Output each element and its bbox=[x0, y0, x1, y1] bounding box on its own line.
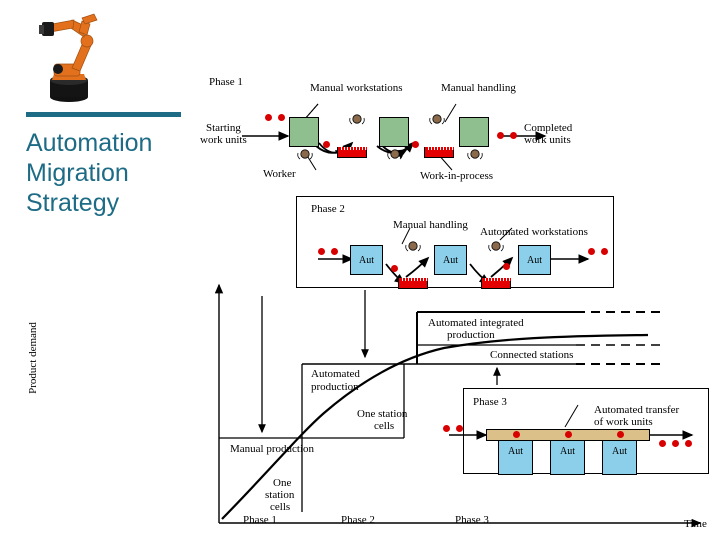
work-unit bbox=[497, 132, 504, 139]
work-unit bbox=[659, 440, 666, 447]
worker-icon bbox=[296, 148, 314, 162]
worker-icon bbox=[466, 148, 484, 162]
material-handler-icon bbox=[404, 240, 422, 254]
robot-arm-svg bbox=[39, 13, 98, 102]
phase1-input-label-line1: Starting bbox=[206, 122, 241, 134]
work-unit-on-conveyor bbox=[565, 431, 572, 438]
phase1-label: Phase 1 bbox=[209, 76, 243, 88]
chart-annotation-one-station-cells-1c: cells bbox=[270, 501, 291, 513]
automated-workstation-2: Aut bbox=[434, 245, 467, 275]
chart-annotation-one-station-cells-2b: cells bbox=[374, 420, 395, 432]
work-unit bbox=[456, 425, 463, 432]
work-unit bbox=[685, 440, 692, 447]
manual-workstation-1 bbox=[289, 117, 319, 147]
phase2-container bbox=[296, 196, 614, 288]
title-line-2: Migration bbox=[26, 159, 129, 187]
phase1-input-label-line2: work units bbox=[200, 134, 247, 146]
work-unit bbox=[412, 141, 419, 148]
chart-annotation-automated-production-l1: Automated bbox=[311, 368, 360, 380]
work-in-process-bin bbox=[481, 278, 511, 289]
work-unit bbox=[443, 425, 450, 432]
phase2-label: Phase 2 bbox=[311, 203, 345, 215]
work-unit-on-conveyor bbox=[617, 431, 624, 438]
automated-station-3: Aut bbox=[602, 441, 637, 475]
chart-annotation-one-station-cells-1b: station bbox=[265, 489, 295, 501]
phase3-container bbox=[463, 388, 709, 474]
phase1-callout-manual-workstations: Manual workstations bbox=[310, 82, 403, 94]
work-unit bbox=[601, 248, 608, 255]
phase2-callout-automated-workstations: Automated workstations bbox=[480, 226, 588, 238]
work-unit bbox=[331, 248, 338, 255]
phase3-callout-transfer-line2: of work units bbox=[594, 416, 653, 428]
manual-workstation-2 bbox=[379, 117, 409, 147]
phase3-label: Phase 3 bbox=[473, 396, 507, 408]
automated-station-1: Aut bbox=[498, 441, 533, 475]
work-unit bbox=[391, 265, 398, 272]
chart-annotation-one-station-cells-1a: One bbox=[273, 477, 292, 489]
phase2-callout-manual-handling: Manual handling bbox=[393, 219, 468, 231]
chart-annotation-one-station-cells-2a: One station bbox=[357, 408, 408, 420]
chart-xtick-phase1: Phase 1 bbox=[243, 514, 277, 526]
material-handler-icon bbox=[428, 113, 446, 127]
work-unit bbox=[588, 248, 595, 255]
phase1-output-label-line2: work units bbox=[524, 134, 571, 146]
chart-xtick-phase3: Phase 3 bbox=[455, 514, 489, 526]
chart-y-axis-label: Product demand bbox=[27, 322, 39, 394]
page-title: Automation Migration Strategy bbox=[26, 128, 206, 218]
work-unit bbox=[323, 141, 330, 148]
phase3-callout-transfer-line1: Automated transfer bbox=[594, 404, 680, 416]
phase1-callout-manual-handling: Manual handling bbox=[441, 82, 516, 94]
work-unit bbox=[510, 132, 517, 139]
phase1-callout-wip: Work-in-process bbox=[420, 170, 494, 182]
title-accent-rule bbox=[26, 112, 181, 117]
chart-annotation-manual-production-l1: Manual production bbox=[230, 443, 315, 455]
chart-annotation-connected-stations: Connected stations bbox=[490, 349, 574, 361]
work-in-process-bin bbox=[337, 147, 367, 158]
material-handler-icon bbox=[487, 240, 505, 254]
work-unit bbox=[278, 114, 285, 121]
work-unit-on-conveyor bbox=[513, 431, 520, 438]
title-line-3: Strategy bbox=[26, 189, 120, 217]
chart-annotation-integrated-l1: Automated integrated bbox=[428, 317, 524, 329]
automated-workstation-1: Aut bbox=[350, 245, 383, 275]
work-unit bbox=[672, 440, 679, 447]
automated-station-2: Aut bbox=[550, 441, 585, 475]
work-unit bbox=[503, 263, 510, 270]
automated-workstation-3: Aut bbox=[518, 245, 551, 275]
manual-workstation-3 bbox=[459, 117, 489, 147]
worker-icon bbox=[386, 148, 404, 162]
chart-x-axis-label: Time bbox=[684, 518, 707, 530]
title-line-1: Automation bbox=[26, 129, 153, 157]
material-handler-icon bbox=[348, 113, 366, 127]
chart-annotation-integrated-l2: production bbox=[447, 329, 495, 341]
work-in-process-bin bbox=[398, 278, 428, 289]
chart-xtick-phase2: Phase 2 bbox=[341, 514, 375, 526]
work-in-process-bin bbox=[424, 147, 454, 158]
work-unit bbox=[265, 114, 272, 121]
phase1-output-label-line1: Completed bbox=[524, 122, 573, 134]
chart-annotation-automated-production-l2: production bbox=[311, 381, 359, 393]
industrial-robot-arm-icon bbox=[32, 8, 112, 104]
work-unit bbox=[318, 248, 325, 255]
phase1-callout-worker: Worker bbox=[263, 168, 296, 180]
